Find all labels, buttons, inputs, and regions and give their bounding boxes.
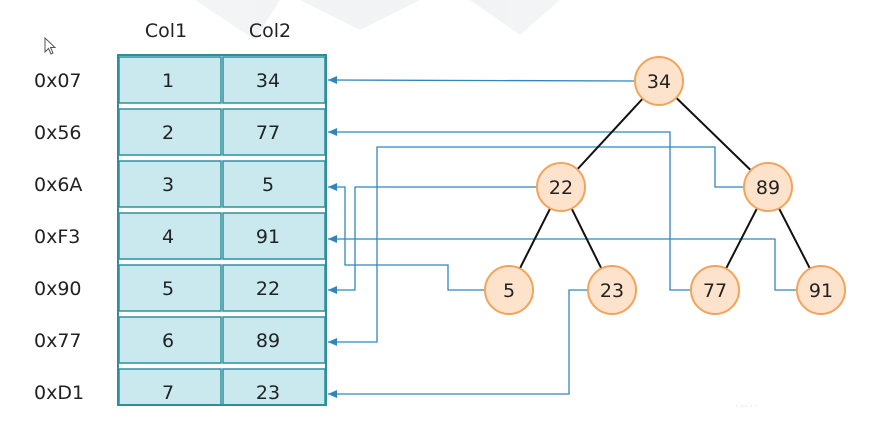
cell-value: 7 (162, 382, 174, 404)
table-frame (117, 54, 327, 406)
data-table: 1 34 2 77 3 5 4 91 5 22 6 89 7 23 (117, 54, 327, 406)
tree-edges (518, 97, 811, 270)
cell-value: 6 (162, 330, 174, 352)
row-address: 0x07 (34, 70, 82, 92)
watermark (195, 0, 560, 40)
tree-edge (570, 208, 603, 269)
node-label: 91 (809, 280, 833, 302)
tree-node-89: 89 (743, 162, 793, 212)
pointer-line-34 (327, 76, 636, 84)
tree-edge (778, 207, 811, 270)
tree-nodes: 34 22 89 5 23 77 91 (484, 56, 846, 315)
table-cell-col2: 22 (222, 264, 326, 312)
arrowhead-icon (328, 76, 337, 84)
cell-value: 4 (162, 226, 174, 248)
tree-node-23: 23 (587, 265, 637, 315)
row-addresses: 0x07 0x56 0x6A 0xF3 0x90 0x77 0xD1 (34, 70, 84, 404)
table-cell-col2: 5 (222, 160, 326, 208)
tree-node-22: 22 (536, 162, 586, 212)
row-address: 0x77 (34, 330, 82, 352)
tree-edge (725, 207, 758, 270)
table-cell-col2: 23 (222, 368, 326, 406)
cell-value: 89 (256, 330, 280, 352)
node-label: 34 (647, 71, 671, 93)
pointer-line-91 (328, 235, 797, 291)
table-cell-col1: 5 (118, 264, 222, 312)
column-header-1: Col1 (145, 20, 187, 42)
cell-value: 5 (262, 174, 274, 196)
mouse-pointer-icon (44, 36, 57, 55)
row-address: 0x6A (34, 174, 82, 196)
arrowhead-icon (328, 183, 337, 191)
tree-edge (576, 97, 644, 171)
tree-node-77: 77 (690, 265, 740, 315)
tree-edge (675, 97, 752, 171)
row-address: 0x90 (34, 278, 82, 300)
table-cell-col1: 4 (118, 212, 222, 260)
cell-value: 1 (162, 70, 174, 92)
cell-value: 91 (256, 226, 280, 248)
row-pointer-lines (327, 76, 797, 398)
tree-node-34: 34 (634, 56, 684, 106)
table-cell-col1: 6 (118, 316, 222, 364)
table-cell-col2: 77 (222, 108, 326, 156)
cell-value: 23 (256, 382, 280, 404)
column-header-2: Col2 (249, 20, 291, 42)
table-cell-col1: 3 (118, 160, 222, 208)
node-label: 5 (503, 280, 515, 302)
pointer-line-23 (328, 289, 588, 398)
table-cell-col1: 7 (118, 368, 222, 406)
table-cell-col2: 91 (222, 212, 326, 260)
cell-value: 22 (256, 278, 280, 300)
pointer-line-89 (328, 146, 744, 346)
cell-value: 2 (162, 122, 174, 144)
row-address: 0xF3 (34, 226, 80, 248)
pointer-line-77 (328, 128, 691, 291)
tree-edge (518, 207, 552, 270)
arrowhead-icon (328, 338, 337, 346)
table-cell-col2: 34 (222, 56, 326, 104)
row-address: 0x56 (34, 122, 82, 144)
row-address: 0xD1 (34, 382, 84, 404)
tree-node-5: 5 (484, 265, 534, 315)
table-cell-col1: 2 (118, 108, 222, 156)
arrowhead-icon (328, 286, 337, 294)
arrowhead-icon (328, 235, 337, 243)
node-label: 77 (703, 280, 727, 302)
table-cell-col1: 1 (118, 56, 222, 104)
node-label: 22 (549, 177, 573, 199)
node-label: 89 (756, 177, 780, 199)
table-cell-col2: 89 (222, 316, 326, 364)
arrowhead-icon (328, 128, 337, 136)
column-headers: Col1 Col2 (145, 20, 291, 42)
cell-value: 5 (162, 278, 174, 300)
node-label: 23 (600, 280, 624, 302)
arrowhead-icon (328, 390, 337, 398)
cell-value: 3 (162, 174, 174, 196)
tree-node-91: 91 (796, 265, 846, 315)
faint-caption-mark: · ··· · · (735, 402, 758, 411)
pointer-line-22 (328, 186, 537, 294)
cell-value: 77 (256, 122, 280, 144)
pointer-line-5 (328, 183, 485, 291)
cell-value: 34 (256, 70, 280, 92)
